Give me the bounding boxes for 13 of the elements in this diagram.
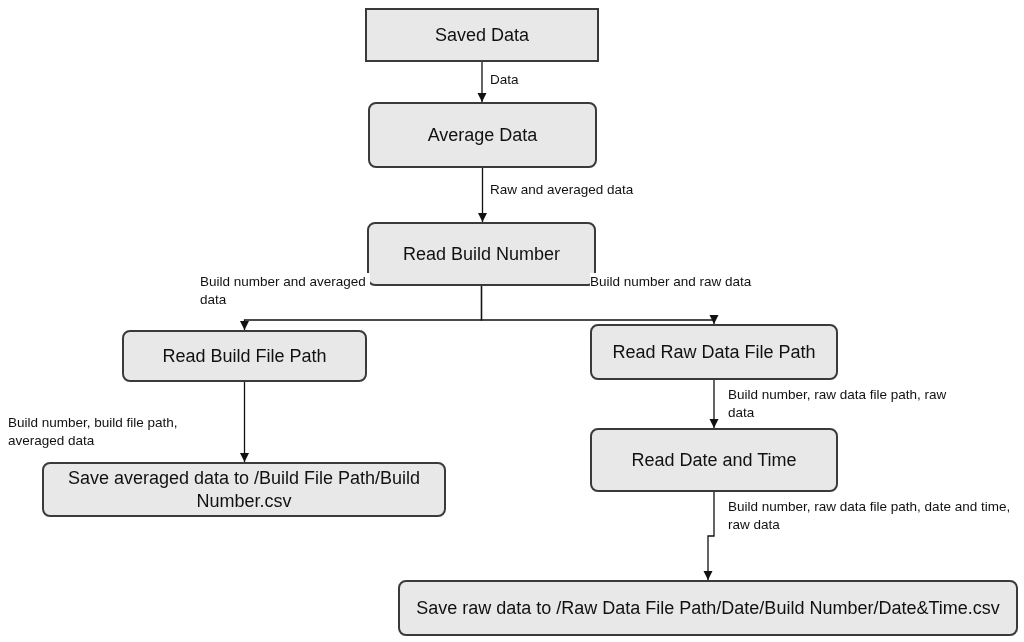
process-box: Read Date and Time: [590, 428, 838, 492]
arrow: [477, 167, 488, 223]
arrow: [709, 379, 719, 429]
data-box: Saved Data: [365, 8, 599, 62]
process-box: Read Build File Path: [122, 330, 367, 382]
process-box: Save averaged data to /Build File Path/Build Number.csv: [42, 462, 446, 517]
arrow: [239, 381, 250, 463]
process-box: Save raw data to /Raw Data File Path/Date/Build Number/Date&Time.csv: [398, 580, 1018, 636]
arrow: [477, 61, 487, 103]
arrow: [703, 491, 715, 581]
process-box: Read Raw Data File Path: [590, 324, 838, 380]
arrow: [480, 285, 719, 325]
process-box: Average Data: [368, 102, 597, 168]
